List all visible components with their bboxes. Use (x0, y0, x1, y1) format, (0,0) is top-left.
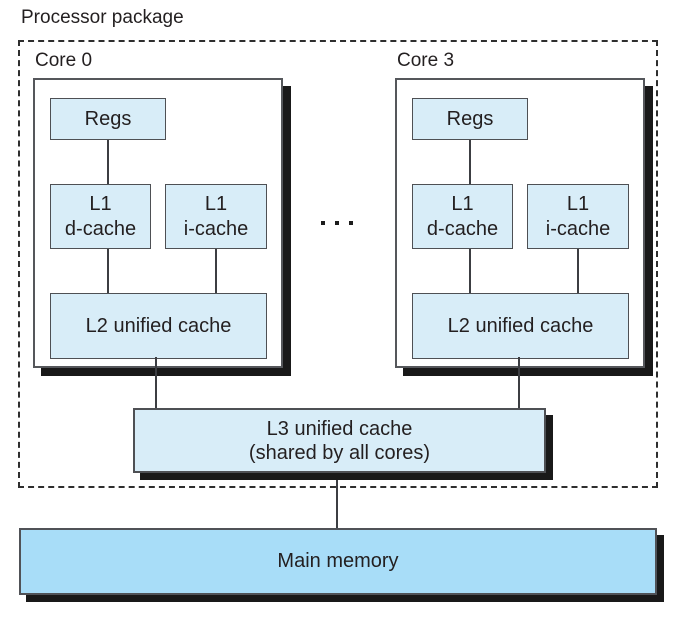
core-0-l1d-l2-connector (107, 249, 109, 293)
core-0-regs-l1d-connector (107, 140, 109, 184)
core-3-l1d-l2-connector (469, 249, 471, 293)
processor-package-boundary (18, 40, 658, 488)
core-0-box: Regs L1 d-cache L1 i-cache L2 unified ca… (33, 78, 283, 368)
core-0-l1-icache-box: L1 i-cache (165, 184, 267, 249)
core-0-l2-l3-connector (155, 357, 157, 409)
core-3-l1-dcache-box: L1 d-cache (412, 184, 513, 249)
core-3-l1-icache-box: L1 i-cache (527, 184, 629, 249)
core-0-l1-dcache-box: L1 d-cache (50, 184, 151, 249)
ellipsis-dot (349, 221, 353, 225)
l3-memory-connector (336, 473, 338, 529)
core-3-l2-l3-connector (518, 357, 520, 409)
core-3-box: Regs L1 d-cache L1 i-cache L2 unified ca… (395, 78, 645, 368)
ellipsis-dot (321, 221, 325, 225)
l3-cache-box: L3 unified cache (shared by all cores) (133, 408, 546, 473)
core-0-label: Core 0 (35, 50, 93, 71)
cores-ellipsis (321, 221, 353, 225)
core-0-l2-cache-box: L2 unified cache (50, 293, 267, 359)
core-3-l2-cache-box: L2 unified cache (412, 293, 629, 359)
ellipsis-dot (335, 221, 339, 225)
core-3-regs-box: Regs (412, 98, 528, 140)
core-0-regs-box: Regs (50, 98, 166, 140)
core-3-regs-l1d-connector (469, 140, 471, 184)
core-0-l1i-l2-connector (215, 249, 217, 293)
main-memory-box: Main memory (19, 528, 657, 595)
core-3-label: Core 3 (397, 50, 455, 71)
processor-package-label: Processor package (21, 7, 184, 28)
core-3-l1i-l2-connector (577, 249, 579, 293)
